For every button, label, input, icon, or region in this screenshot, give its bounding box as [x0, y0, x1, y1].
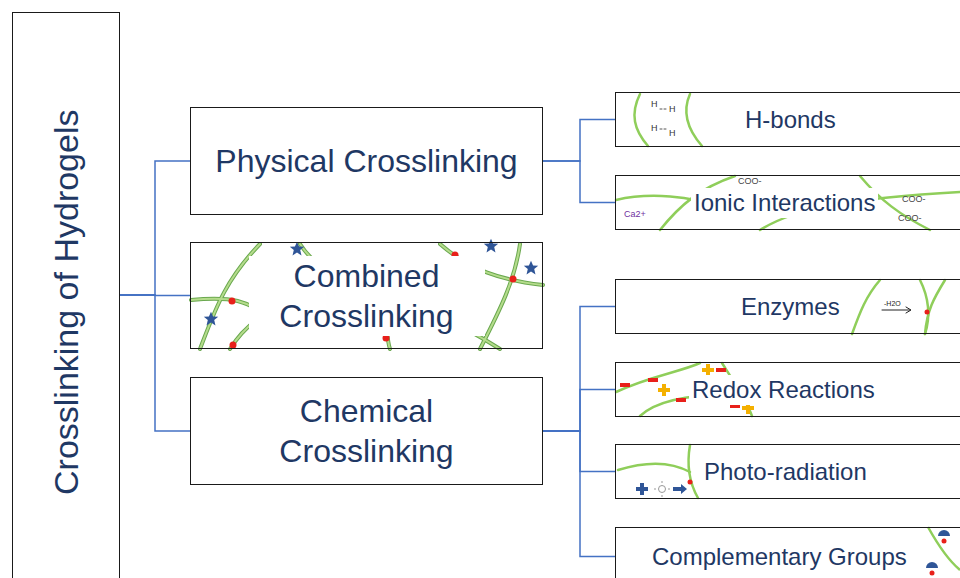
icon-label: Ca2+ [624, 210, 646, 219]
category-box: Chemical Crosslinking [190, 377, 543, 485]
method-box: Ionic Interactions [615, 175, 960, 230]
method-label: Enzymes [738, 292, 843, 322]
tree-connector [543, 431, 615, 472]
icon-label: H [669, 129, 676, 138]
complementary-icon [926, 527, 960, 576]
category-label: Combined Crosslinking [249, 256, 485, 336]
enzyme-icon [852, 280, 945, 334]
tree-connector [120, 161, 190, 295]
hbond-icon [634, 94, 702, 146]
network-illustration [191, 244, 543, 349]
tree-connector [543, 161, 615, 203]
photo-icon [618, 445, 698, 498]
method-label: H-bonds [742, 105, 839, 135]
method-box: Complementary Groups [615, 527, 960, 578]
category-label: Physical Crosslinking [212, 141, 520, 181]
method-label: Photo-radiation [701, 457, 870, 487]
method-box: Enzymes [615, 279, 960, 334]
category-box: Physical Crosslinking [190, 107, 543, 215]
method-label: Ionic Interactions [691, 188, 878, 218]
method-label: Redox Reactions [689, 375, 878, 405]
title-box: Crosslinking of Hydrogels [12, 12, 120, 578]
title-text: Crosslinking of Hydrogels [45, 106, 88, 498]
method-box: Redox Reactions [615, 362, 960, 417]
icon-label: H [669, 105, 676, 114]
icon-label: COO- [898, 214, 922, 223]
method-label: Complementary Groups [649, 542, 910, 572]
icon-label: -H2O [884, 300, 901, 307]
tree-connector [120, 295, 190, 431]
icon-label: H [651, 100, 658, 109]
method-box: H-bonds [615, 92, 960, 147]
method-box: Photo-radiation [615, 444, 960, 499]
tree-connector [543, 431, 615, 557]
icon-label: COO- [902, 195, 926, 204]
ionic-icon [616, 176, 960, 230]
category-label: Chemical Crosslinking [249, 391, 485, 471]
icon-label: COO- [738, 177, 762, 186]
tree-connector [543, 390, 615, 432]
tree-connector [543, 307, 615, 432]
crosslink-dots [229, 252, 517, 349]
icon-label: H [651, 124, 658, 133]
category-box: Combined Crosslinking [190, 242, 543, 349]
tree-connector [543, 120, 615, 162]
